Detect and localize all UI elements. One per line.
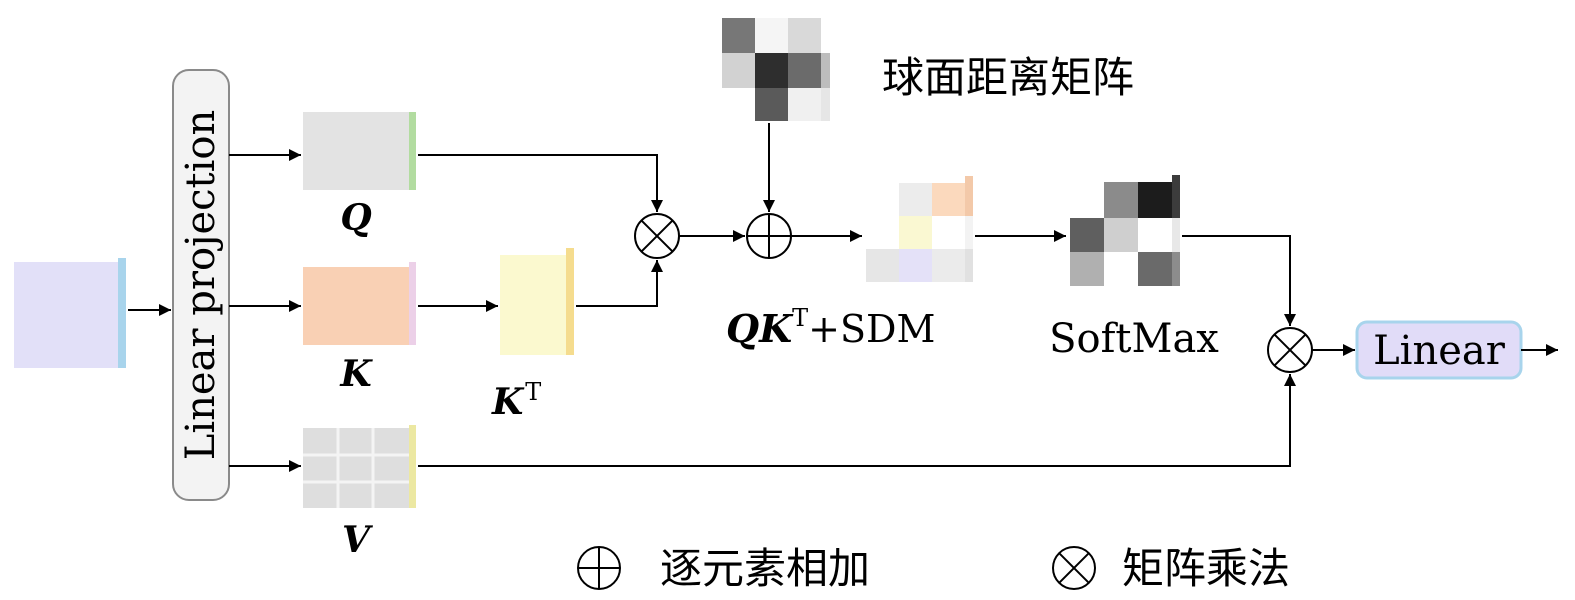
arrow-kt-to-matmul: [576, 260, 663, 307]
matmul-operator-qk: [634, 213, 680, 259]
kt-face: [500, 255, 566, 355]
linear-projection-frame: [172, 69, 230, 501]
softmax-cell: [1070, 252, 1104, 286]
legend-multiply-icon: [1052, 546, 1096, 590]
sdm-side: [821, 53, 830, 88]
legend-multiply-label: 矩阵乘法: [1122, 544, 1290, 593]
softmax-cell: [1138, 182, 1172, 218]
legend: 逐元素相加 矩阵乘法: [577, 544, 1290, 593]
qkt-cell: [866, 216, 899, 249]
arrow-q-to-matmul: [418, 154, 663, 212]
kt-label-sup: T: [525, 378, 541, 406]
qkt-sup: T: [792, 304, 808, 332]
q-side: [409, 112, 416, 190]
sdm-cell: [788, 88, 821, 121]
sdm-cell: [755, 18, 788, 53]
softmax-cell: [1070, 218, 1104, 252]
softmax-matrix: [1070, 175, 1180, 286]
qkt-cell: [866, 249, 899, 282]
legend-add-icon: [577, 546, 621, 590]
qkt-rest: +SDM: [808, 307, 935, 351]
q-block: [303, 112, 416, 190]
v-label: V: [342, 519, 373, 561]
k-side: [409, 262, 416, 345]
sdm-side: [821, 88, 830, 121]
k-label: K: [339, 353, 373, 395]
kt-block: [500, 248, 574, 355]
sdm-cell: [788, 18, 821, 53]
qkt-cell: [932, 216, 965, 249]
qkt-sdm-matrix: [866, 176, 973, 282]
kt-label: KT: [491, 378, 541, 423]
linear-projection-box: Linear projection: [172, 69, 230, 501]
matmul-operator-v: [1267, 327, 1313, 373]
softmax-label: SoftMax: [1049, 316, 1219, 362]
sdm-cell: [722, 18, 755, 53]
kt-label-base: K: [491, 381, 525, 423]
k-face: [303, 267, 409, 345]
add-operator-sdm: [746, 213, 792, 259]
sdm-cell: [788, 53, 821, 88]
softmax-cell: [1138, 252, 1172, 286]
sdm-title: 球面距离矩阵: [882, 53, 1134, 102]
qkt-cell: [932, 249, 965, 282]
qkt-sdm-label: QKT+SDM: [726, 304, 935, 351]
softmax-cell: [1104, 218, 1138, 252]
linear-output-box: Linear: [1355, 320, 1523, 380]
connectors: [128, 123, 1558, 472]
arrow-v-to-matmul: [418, 374, 1296, 467]
qkt-cell: [899, 249, 932, 282]
input-block: [14, 258, 126, 368]
sdm-matrix: [722, 18, 830, 121]
qkt-q: Q: [726, 306, 759, 351]
qkt-cell: [899, 183, 932, 216]
arrow-softmax-to-matmul: [1182, 235, 1296, 326]
k-block: [303, 262, 416, 345]
qkt-side: [965, 176, 973, 216]
sdm-cell: [755, 53, 788, 88]
softmax-cell: [1138, 218, 1172, 252]
linear-output-label: Linear: [1373, 328, 1506, 374]
kt-side: [566, 248, 574, 355]
v-side: [409, 425, 416, 508]
qkt-k: K: [758, 306, 794, 351]
sdm-cell: [722, 53, 755, 88]
q-label: Q: [340, 197, 371, 239]
legend-add-label: 逐元素相加: [660, 544, 870, 593]
linear-projection-label: Linear projection: [178, 110, 224, 460]
input-side: [118, 258, 126, 368]
qkt-cell: [866, 183, 899, 216]
sdm-cell: [755, 88, 788, 121]
softmax-side: [1172, 252, 1180, 286]
v-face: [303, 428, 409, 508]
qkt-side: [965, 249, 973, 282]
qkt-cell: [932, 183, 965, 216]
input-face: [14, 262, 118, 368]
qkt-cell: [899, 216, 932, 249]
softmax-side: [1172, 175, 1180, 218]
softmax-side: [1172, 218, 1180, 252]
v-block: [303, 425, 416, 508]
softmax-cell: [1104, 182, 1138, 218]
qkt-side: [965, 216, 973, 249]
q-face: [303, 112, 409, 190]
